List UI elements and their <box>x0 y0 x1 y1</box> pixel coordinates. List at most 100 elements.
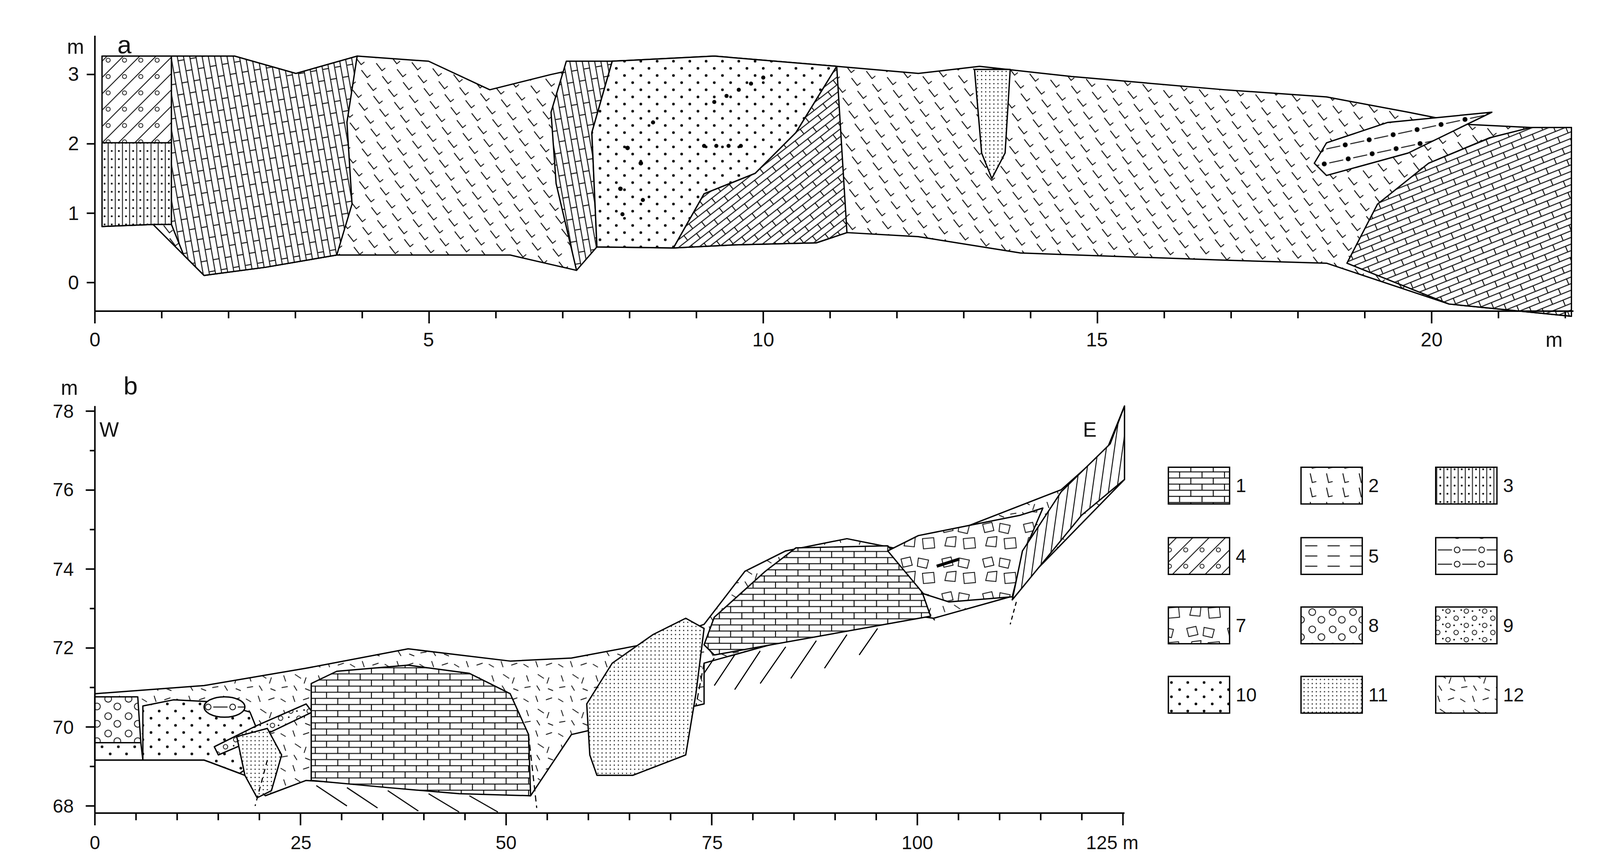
section-shape <box>712 100 717 105</box>
axis-line <box>93 405 96 813</box>
section-shape <box>102 56 172 143</box>
section-shape <box>1010 602 1017 625</box>
axis-line <box>1430 311 1433 324</box>
legend-swatch <box>1300 606 1362 644</box>
axis-line <box>89 765 95 768</box>
legend-number: 4 <box>1235 546 1247 566</box>
axis-line <box>1564 311 1567 319</box>
axis-label: 3 <box>68 64 80 85</box>
section-shape <box>94 742 143 760</box>
axis-line <box>294 311 297 319</box>
section-shape <box>724 93 729 99</box>
axis-line <box>1497 311 1500 319</box>
section-shape <box>618 186 623 191</box>
section-shape <box>761 75 766 80</box>
axis-label: 2 <box>68 133 80 154</box>
axis-label: 25 <box>290 833 312 852</box>
section-shape <box>736 87 741 92</box>
axis-label: 68 <box>52 796 74 816</box>
section-shape <box>650 120 655 125</box>
axis-line <box>711 812 713 826</box>
axis-label: 0 <box>89 833 101 852</box>
axis-label: 0 <box>68 272 80 293</box>
section-shape <box>236 728 282 798</box>
axis-line <box>546 812 549 820</box>
section-shape <box>102 142 172 227</box>
section-shape <box>311 665 531 796</box>
section-shape <box>620 212 625 217</box>
axis-line <box>752 812 754 820</box>
axis-line <box>85 725 95 728</box>
axis-label: m <box>1545 329 1563 351</box>
section-shape <box>94 696 141 743</box>
axis-line <box>896 311 898 319</box>
legend-number: 3 <box>1503 476 1514 495</box>
axis-line <box>1163 311 1166 319</box>
section-shape <box>1314 112 1493 176</box>
axis-line <box>89 607 95 610</box>
axis-label: 0 <box>89 329 101 350</box>
axis-line <box>1030 311 1032 319</box>
axis-line <box>829 311 831 319</box>
axis-line <box>762 311 765 324</box>
section-shape <box>102 56 1572 317</box>
axis-line <box>875 812 877 820</box>
section-shape <box>255 602 1017 813</box>
legend-swatch <box>1300 466 1362 504</box>
section-shape <box>702 143 707 148</box>
axis-label: 76 <box>52 480 74 499</box>
legend-number: 2 <box>1368 476 1380 495</box>
section-shape <box>1168 466 1497 713</box>
legend-swatch <box>1168 537 1230 575</box>
axis-line <box>957 812 960 820</box>
axis-line <box>793 812 795 820</box>
axis-line <box>1297 311 1299 319</box>
axis-line <box>495 311 497 319</box>
axis-label: m <box>66 36 85 58</box>
axis-label: 20 <box>1420 329 1443 350</box>
section-shape <box>618 75 766 217</box>
axis-line <box>423 812 425 820</box>
legend-swatch <box>1300 676 1362 713</box>
axis-label: 125 m <box>1085 833 1139 852</box>
axis-label: 100 <box>901 833 934 852</box>
axis-label: E <box>1082 419 1097 440</box>
axis-line <box>1096 311 1099 324</box>
axis-line <box>505 812 507 826</box>
section-shape <box>625 145 630 151</box>
axis-line <box>85 410 95 413</box>
axis-label: 50 <box>495 833 517 852</box>
axis-line <box>428 311 431 324</box>
axis-line <box>341 812 343 820</box>
axis-label: m <box>60 377 78 399</box>
axis-line <box>160 311 163 319</box>
axis-line <box>93 35 96 312</box>
axis-line <box>86 212 95 215</box>
section-shape <box>85 35 1574 826</box>
legend-number: 8 <box>1368 615 1380 635</box>
section-shape <box>928 611 935 621</box>
axis-line <box>93 812 96 826</box>
section-shape <box>255 759 268 806</box>
axis-line <box>1080 812 1083 820</box>
legend-swatch <box>1168 676 1230 713</box>
axis-label: b <box>123 373 138 399</box>
axis-label: 75 <box>701 833 723 852</box>
legend-swatch <box>1435 537 1497 575</box>
axis-line <box>89 686 95 689</box>
axis-line <box>227 311 230 319</box>
section-shape <box>316 785 499 813</box>
section-shape <box>171 56 358 276</box>
axis-label: 70 <box>52 717 74 737</box>
axis-line <box>561 311 564 319</box>
section-shape <box>640 197 646 202</box>
legend-swatch <box>1168 466 1230 504</box>
axis-line <box>628 311 631 319</box>
axis-line <box>86 73 95 76</box>
axis-label: 72 <box>52 638 74 657</box>
section-shape <box>102 56 1572 317</box>
axis-line <box>85 489 95 491</box>
legend-number: 1 <box>1235 476 1247 495</box>
